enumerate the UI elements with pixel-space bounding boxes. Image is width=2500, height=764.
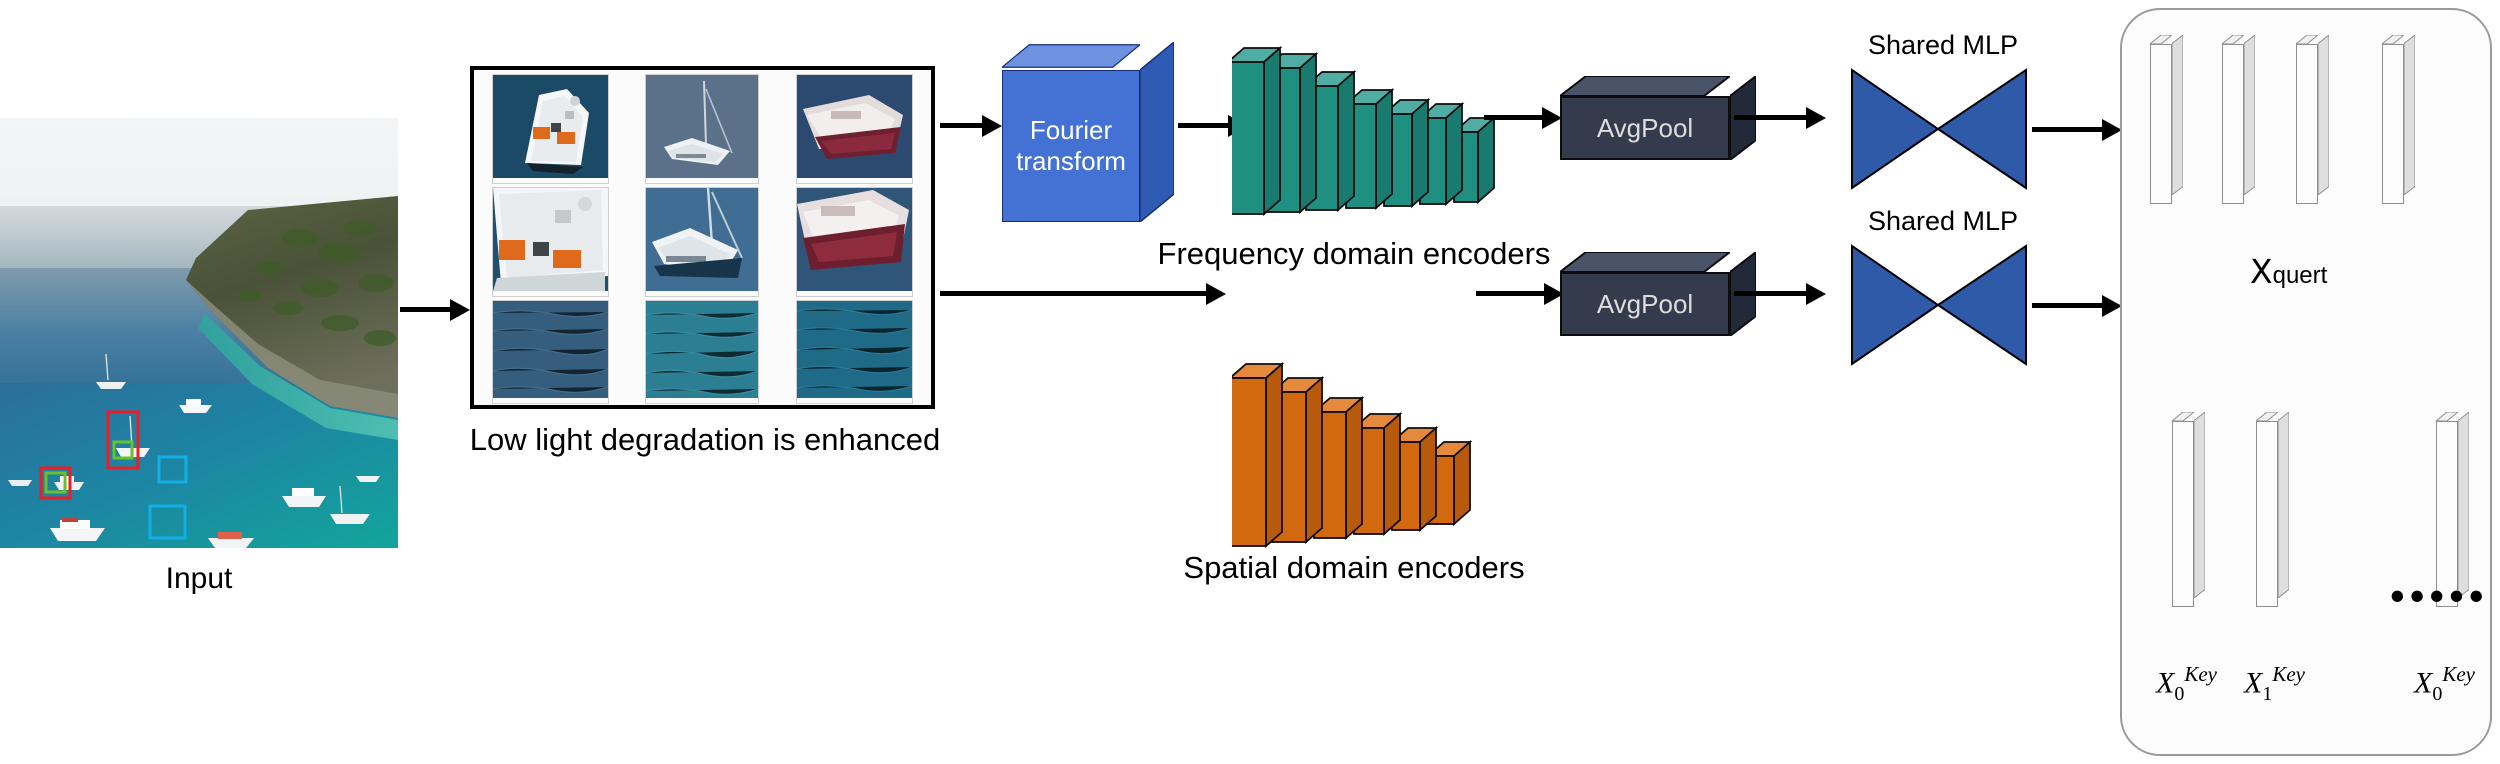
patch-2-2	[795, 300, 913, 404]
patch-2-0	[492, 300, 610, 404]
avgpool-frequency-label: AvgPool	[1560, 96, 1730, 160]
key-label-1: X1Key	[2244, 662, 2305, 706]
fourier-transform-block: Fourier transform	[1002, 42, 1174, 222]
patch-0-2	[795, 74, 913, 184]
avgpool-spatial: AvgPool	[1560, 252, 1756, 336]
key-label-2: X0Key	[2414, 662, 2475, 706]
key-label-1-sub: 1	[2262, 683, 2273, 706]
key-label-0: X0Key	[2156, 662, 2217, 706]
key-label-0-sup: Key	[2184, 662, 2217, 686]
key-label-0-sub: 0	[2174, 683, 2185, 706]
shared-mlp-spatial	[1850, 244, 2028, 366]
patch-grid-caption: Low light degradation is enhanced	[469, 422, 941, 457]
key-label-0-base: X	[2156, 666, 2175, 700]
patch-2-1	[645, 300, 760, 404]
ellipsis: •••••	[2390, 572, 2489, 619]
shared-mlp-frequency	[1850, 68, 2028, 190]
query-label-sup: quert	[2272, 262, 2328, 289]
avgpool-spatial-label: AvgPool	[1560, 272, 1730, 336]
key-label-1-sup: Key	[2272, 662, 2305, 686]
key-label-2-base: X	[2414, 666, 2433, 700]
query-label: Xquert	[2250, 252, 2327, 291]
patch-1-1	[645, 187, 760, 297]
fourier-label-line1: Fourier	[1029, 115, 1113, 146]
key-label-2-sub: 0	[2432, 683, 2443, 706]
query-label-base: X	[2250, 252, 2273, 291]
spatial-domain-encoders-label: Spatial domain encoders	[1183, 550, 1525, 585]
patch-grid	[470, 66, 935, 409]
patch-1-2	[795, 187, 913, 297]
shared-mlp-spatial-label: Shared MLP	[1867, 206, 2019, 236]
fourier-label: Fourier transform	[1002, 70, 1140, 222]
fourier-label-line2: transform	[1016, 146, 1126, 176]
shared-mlp-frequency-label: Shared MLP	[1867, 30, 2019, 60]
input-label: Input	[165, 562, 233, 595]
key-label-1-base: X	[2244, 666, 2263, 700]
spatial-domain-encoder-stack	[1227, 358, 1522, 553]
patch-0-0	[492, 74, 610, 184]
key-label-2-sup: Key	[2442, 662, 2475, 686]
frequency-domain-encoder-stack	[1225, 40, 1512, 220]
patch-0-1	[645, 74, 760, 184]
avgpool-frequency: AvgPool	[1560, 76, 1756, 160]
input-image	[0, 118, 398, 548]
frequency-domain-encoders-label: Frequency domain encoders	[1157, 236, 1551, 271]
patch-1-0	[492, 187, 610, 297]
